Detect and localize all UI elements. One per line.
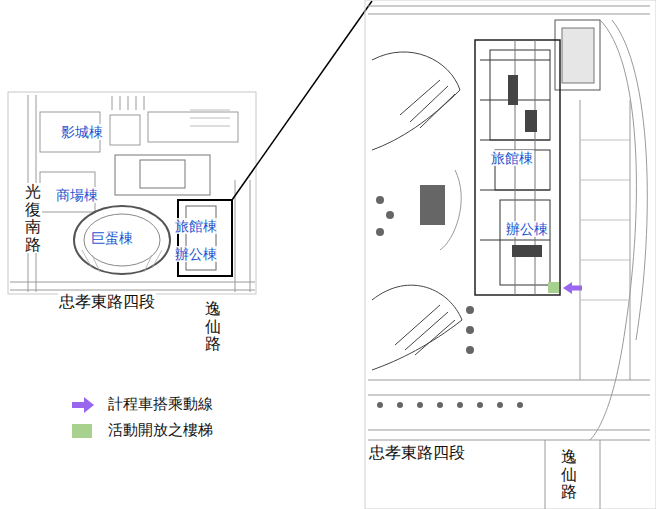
legend-text: 計程車搭乘動線 [108, 395, 213, 414]
road-name: 逸仙路 [560, 448, 578, 501]
building-name: 旅館棟 [174, 218, 218, 234]
road-name: 逸仙路 [204, 300, 222, 353]
legend-swatch [72, 424, 92, 438]
building-name: 巨蛋棟 [90, 230, 134, 246]
road-name: 光復南路 [24, 183, 42, 253]
legend-text: 活動開放之樓梯 [108, 421, 213, 440]
building-name: 辦公棟 [505, 221, 549, 237]
building-name: 辦公棟 [174, 246, 218, 262]
building-name: 商場棟 [55, 187, 99, 203]
road-name: 忠孝東路四段 [58, 293, 156, 311]
building-name: 影城棟 [60, 124, 104, 140]
stair-marker [548, 282, 559, 293]
building-name: 旅館棟 [490, 150, 534, 166]
legend-arrow [70, 396, 96, 414]
road-name: 忠孝東路四段 [368, 444, 466, 462]
taxi-arrow [563, 282, 582, 294]
